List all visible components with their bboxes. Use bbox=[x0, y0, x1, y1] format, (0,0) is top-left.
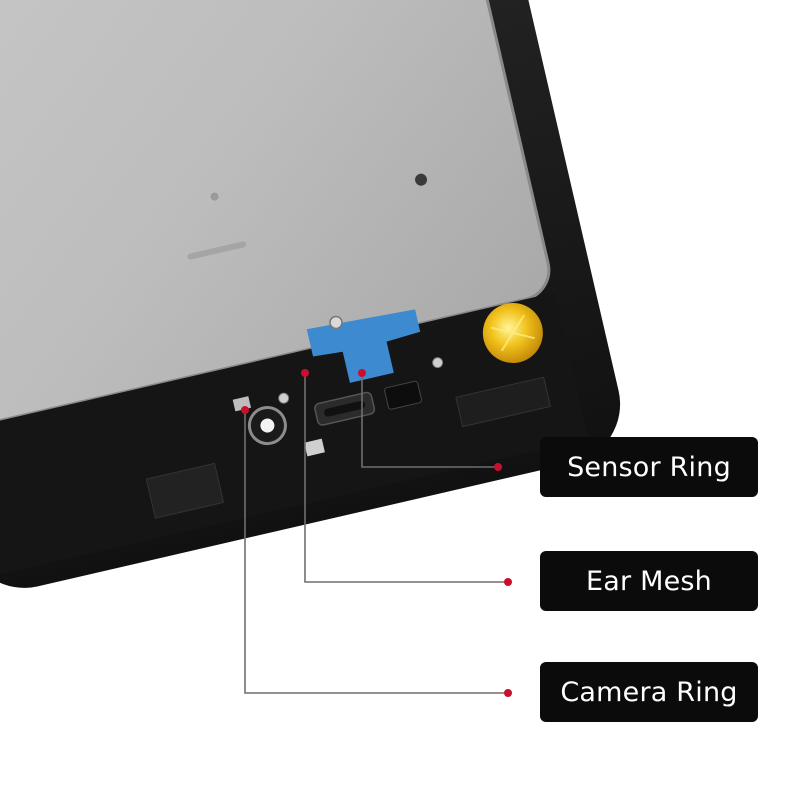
sensor-origin-dot bbox=[358, 369, 366, 377]
ear-origin-dot bbox=[301, 369, 309, 377]
camera-lens-hole bbox=[260, 418, 275, 433]
camera-ring-label: Camera Ring bbox=[540, 662, 758, 722]
rivet bbox=[210, 192, 219, 201]
foam-pad bbox=[145, 462, 225, 519]
bracket-screw bbox=[329, 315, 343, 330]
callout-lines bbox=[244, 375, 508, 694]
screw bbox=[432, 357, 444, 369]
hologram-pattern bbox=[490, 314, 535, 352]
lcd-assembly bbox=[0, 0, 621, 588]
camera-callout-line bbox=[244, 410, 508, 694]
metal-back-plate bbox=[0, 0, 549, 424]
callout-dots bbox=[241, 369, 512, 697]
ear-callout-line bbox=[304, 375, 508, 583]
ear-mesh-label: Ear Mesh bbox=[540, 551, 758, 611]
plate-slot bbox=[187, 241, 247, 260]
ear-mesh-grille bbox=[324, 400, 366, 417]
camera-origin-dot bbox=[241, 406, 249, 414]
ear-end-dot bbox=[504, 578, 512, 586]
rivet bbox=[415, 173, 428, 186]
metal-clip bbox=[304, 438, 325, 457]
foam-pad bbox=[455, 376, 551, 428]
sensor-callout-line bbox=[361, 375, 498, 468]
screw bbox=[278, 392, 290, 404]
camera-end-dot bbox=[504, 689, 512, 697]
sensor-ring-part bbox=[384, 380, 423, 410]
sensor-ring-label: Sensor Ring bbox=[540, 437, 758, 497]
sensor-end-dot bbox=[494, 463, 502, 471]
